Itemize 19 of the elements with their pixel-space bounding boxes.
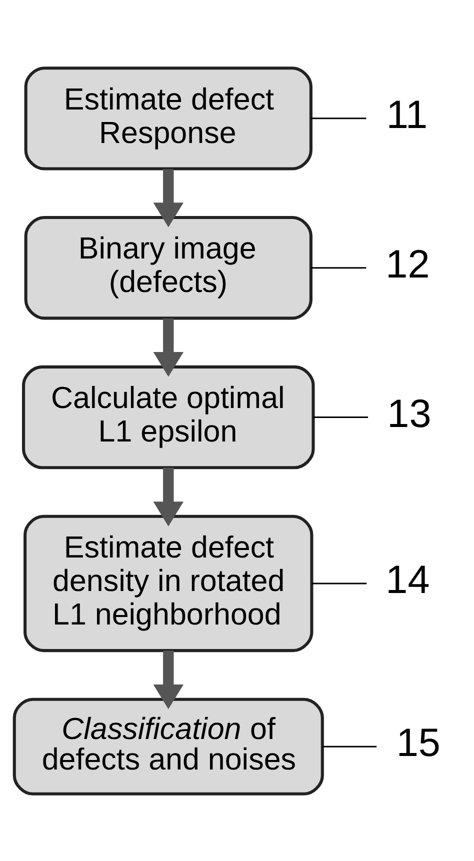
connector bbox=[313, 416, 368, 418]
arrow bbox=[153, 168, 184, 227]
connector bbox=[312, 582, 367, 584]
node-box: Estimate defect Response bbox=[24, 66, 312, 170]
node-text: 14 bbox=[386, 558, 430, 602]
node-box: Calculate optimal L1 epsilon bbox=[22, 364, 315, 469]
node-box: Estimate defect density in rotated L1 neighborhood bbox=[24, 514, 314, 652]
node-box: Binary image (defects) bbox=[24, 216, 312, 320]
connector bbox=[311, 266, 366, 268]
node-text: 13 bbox=[387, 391, 432, 436]
arrow bbox=[153, 467, 184, 526]
arrow bbox=[153, 650, 184, 709]
arrow bbox=[153, 318, 184, 376]
node-text: 15 bbox=[396, 720, 440, 765]
connector bbox=[311, 117, 366, 119]
connector bbox=[322, 745, 377, 747]
node-box: Classification of defects and noises bbox=[12, 697, 324, 795]
node-text: 11 bbox=[386, 92, 428, 137]
node-text: 12 bbox=[386, 242, 430, 286]
